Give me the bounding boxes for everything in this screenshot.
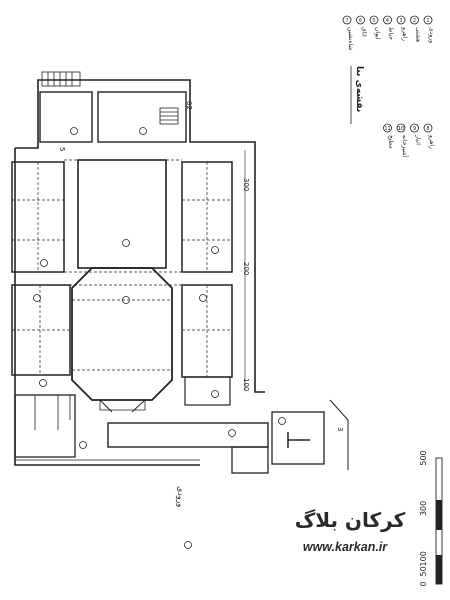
legend-number: 4 [386, 18, 389, 24]
legend-item-text: حیاط [388, 27, 395, 40]
entrance-label: ورودی [176, 486, 185, 508]
watermark: کرکان بلاگ www.karkan.ir [294, 508, 406, 554]
legend-item-text: آشپزخانه [401, 135, 410, 158]
connecting-corridors [64, 159, 182, 286]
room-marker [211, 246, 219, 254]
legend-item-text: راهرو [428, 134, 435, 149]
label-room-ref-a: 5 [58, 147, 66, 151]
legend-item-text: شاه‌نشین [347, 27, 354, 50]
scale-tick-label: 100 [419, 551, 428, 566]
room-marker [184, 541, 192, 549]
room-marker [199, 294, 207, 302]
legend-title: نقشه‌ی بنا [354, 66, 364, 112]
scale-tick-label: 500 [419, 450, 428, 465]
legend-number: 6 [359, 18, 362, 24]
room-markers [33, 127, 286, 549]
left-wing-lower [11, 284, 71, 376]
plan-labels: 5 62 300 200 100 3 ورودی [58, 101, 344, 508]
legend-item-text: اتاق [361, 27, 368, 37]
legend-number: 8 [426, 126, 429, 132]
legend-number-circle [383, 123, 392, 133]
wall-number: 3 [336, 427, 344, 431]
legend-number-circle [410, 123, 419, 133]
right-wing-upper [181, 161, 233, 273]
staircase-small [159, 107, 179, 125]
legend-number: 3 [399, 18, 402, 24]
scale-tick-label: 50 [419, 566, 428, 576]
legend-number-circle [342, 15, 352, 25]
left-wing-upper [11, 161, 65, 273]
room-marker [33, 294, 41, 302]
scale-tick-label: 0 [419, 581, 428, 586]
room-marker [211, 390, 219, 398]
legend-number: 2 [413, 18, 416, 24]
legend-number: 9 [413, 126, 416, 132]
watermark-url: www.karkan.ir [303, 540, 388, 554]
right-wing-lower [181, 284, 233, 406]
watermark-brand: کرکان بلاگ [295, 508, 406, 532]
legend-item-text: ایوان [374, 27, 381, 40]
staircase-top [41, 71, 81, 87]
legend-items: 1 ورودی 2 هشتی 3 راهرو 4 حیاط 5 ایوان 6 اتاق 7 شاه‌نش… [342, 15, 435, 158]
legend-item-text: مطبخ [388, 135, 395, 149]
legend-number-circle [423, 15, 433, 25]
central-octagonal-hall [71, 267, 173, 413]
floor-plan [11, 71, 349, 474]
legend-number-circle [423, 123, 433, 133]
legend-number: 10 [398, 126, 404, 132]
dimension-label-top: 300 [242, 178, 250, 191]
legend-number: 11 [384, 126, 390, 132]
room-marker [40, 259, 48, 267]
legend-number-circle [383, 15, 392, 25]
bottom-left-storage [14, 394, 76, 458]
room-marker [278, 417, 286, 425]
central-courtyard [77, 159, 167, 269]
room-marker [79, 441, 87, 449]
dimension-label-bottom: 100 [242, 378, 250, 391]
legend-item-text: هشتی [415, 27, 422, 42]
legend-number: 7 [345, 18, 348, 24]
legend-number-circle [396, 15, 406, 25]
legend-item-text: ورودی [428, 27, 435, 43]
legend-item-text: راهرو [401, 26, 408, 41]
scale-tick-label: 300 [419, 501, 428, 516]
room-marker [139, 127, 147, 135]
bottom-entry-corridor [107, 411, 325, 474]
room-marker [39, 379, 47, 387]
room-marker [122, 239, 130, 247]
dimension-label-mid: 200 [242, 262, 250, 275]
top-room-left [39, 91, 93, 143]
legend-number-circle [396, 123, 406, 133]
room-marker [228, 429, 236, 437]
legend-number: 1 [426, 18, 429, 24]
top-room-right [97, 91, 187, 143]
legend: نقشه‌ی بنا 1 ورودی 2 هشتی 3 راهرو 4 حیاط 5 ایوان 6… [342, 15, 435, 158]
legend-number-circle [369, 15, 379, 25]
legend-number-circle [410, 15, 419, 25]
label-room-ref-b: 62 [185, 101, 193, 110]
outer-walls [14, 79, 349, 470]
room-marker [122, 296, 130, 304]
legend-number-circle [356, 15, 365, 25]
legend-number: 5 [372, 18, 375, 24]
legend-item-text: انبار [415, 134, 422, 145]
room-marker [70, 127, 78, 135]
